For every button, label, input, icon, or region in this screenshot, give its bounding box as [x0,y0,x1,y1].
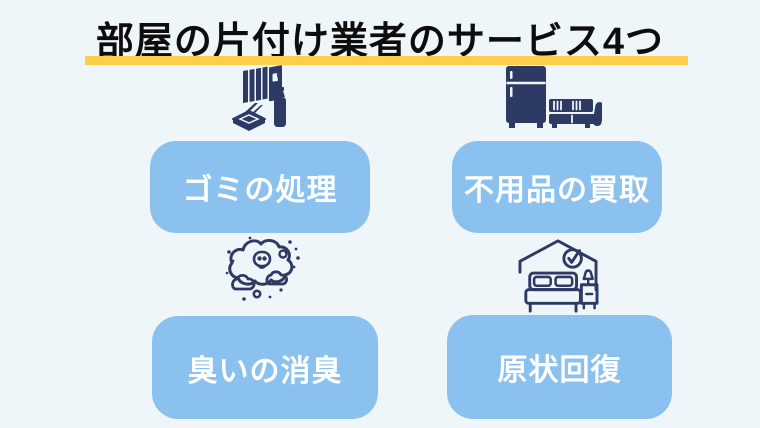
service-box-restore: 原状回復 [447,315,672,419]
service-label: 原状回復 [497,354,622,387]
service-label: ゴミの処理 [182,174,338,207]
trash-bundle-icon [232,65,286,131]
furniture-buyback-icon [506,66,602,128]
service-box-garbage: ゴミの処理 [150,141,370,233]
service-label: 臭いの消臭 [187,354,343,388]
odor-smoke-icon [225,236,300,301]
service-label: 不用品の買取 [464,174,650,207]
room-restore-icon [518,239,599,313]
service-box-buyback: 不用品の買取 [452,141,662,233]
service-box-deodorize: 臭いの消臭 [152,316,378,419]
title-underline [85,56,688,65]
